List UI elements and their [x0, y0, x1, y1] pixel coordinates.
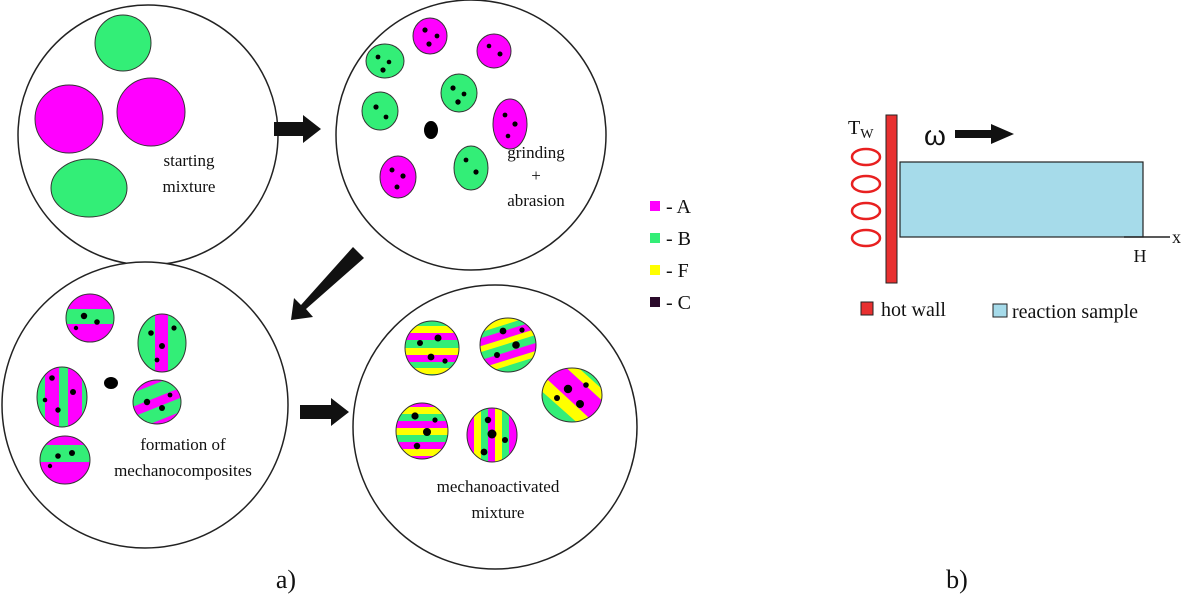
stage-formation: formation of mechanocomposites	[1, 261, 289, 549]
activated-particle	[541, 367, 603, 423]
hot-wall	[885, 114, 898, 284]
arrow-down-left	[291, 247, 364, 320]
legend-item-hot-wall: hot wall	[860, 299, 946, 321]
propagation-arrow	[955, 124, 1014, 144]
particle-c	[104, 377, 118, 389]
legend-item-f: - F	[650, 260, 689, 282]
tw-label: TW	[848, 117, 874, 142]
particle-b	[361, 91, 399, 131]
stage-label-line: starting	[164, 151, 215, 170]
composite-particle	[36, 366, 88, 428]
legend-label: - B	[666, 228, 691, 250]
particle-a	[476, 33, 512, 69]
stage-label-line: mechanoactivated	[437, 477, 560, 496]
arrow-right	[300, 398, 349, 426]
omega-label: ω	[924, 120, 946, 151]
legend-label: - A	[666, 196, 692, 218]
legend-item-c: - C	[650, 292, 691, 314]
h-label: H	[1134, 246, 1147, 266]
legend-item-reaction-sample: reaction sample	[992, 301, 1138, 323]
legend-swatch	[860, 301, 874, 316]
caption-b: b)	[946, 565, 968, 594]
legend-a: - A - B - F - C	[650, 196, 692, 314]
composite-particle	[65, 293, 115, 343]
activated-particle	[479, 317, 537, 373]
stage-mechanoactivated: mechanoactivated mixture	[352, 284, 638, 570]
particle-b	[453, 145, 489, 191]
legend-b: hot wall reaction sample	[860, 299, 1138, 323]
legend-label: hot wall	[881, 299, 946, 321]
particle-b	[94, 14, 152, 72]
particle-c	[424, 121, 438, 139]
composite-particle	[39, 435, 91, 485]
stage-label-line: +	[531, 166, 541, 185]
stage-label-line: formation of	[140, 435, 226, 454]
legend-swatch	[650, 265, 660, 275]
legend-swatch	[992, 303, 1008, 318]
particle-a	[34, 84, 104, 154]
legend-item-a: - A	[650, 196, 692, 218]
particle-a	[492, 98, 528, 150]
panel-b: x H TW ω hot wall reaction sample b)	[848, 114, 1181, 594]
panel-a: starting mixture	[1, 0, 692, 594]
legend-label: - F	[666, 260, 689, 282]
particle-b	[440, 73, 478, 113]
stage-circle	[335, 0, 607, 271]
activated-particle	[395, 402, 449, 460]
legend-label: reaction sample	[1012, 301, 1138, 323]
legend-label: - C	[666, 292, 691, 314]
particle-b	[365, 43, 405, 79]
caption-a: a)	[276, 565, 296, 594]
tw-subscript: W	[860, 127, 874, 142]
abrasion-dots	[373, 27, 518, 190]
activated-dots	[411, 327, 589, 456]
stage-label-line: abrasion	[507, 191, 565, 210]
reaction-sample	[899, 161, 1144, 238]
stage-label-line: mixture	[472, 503, 525, 522]
composite-dots	[42, 312, 177, 469]
particle-a	[412, 17, 448, 55]
stage-grinding-abrasion: grinding + abrasion	[335, 0, 607, 271]
stage-label-line: grinding	[507, 143, 565, 162]
legend-swatch	[650, 233, 660, 243]
particle-b	[50, 158, 128, 218]
stage-label-line: mechanocomposites	[114, 461, 252, 480]
legend-swatch	[650, 201, 660, 211]
stage-label-line: mixture	[163, 177, 216, 196]
arrow-right	[274, 115, 321, 143]
x-axis-label: x	[1172, 227, 1181, 247]
legend-swatch	[650, 297, 660, 307]
particle-a	[379, 155, 417, 199]
heater-coils	[850, 147, 882, 248]
particle-a	[116, 77, 186, 147]
tw-main: T	[848, 117, 860, 139]
stage-starting-mixture: starting mixture	[17, 4, 279, 266]
legend-item-b: - B	[650, 228, 691, 250]
